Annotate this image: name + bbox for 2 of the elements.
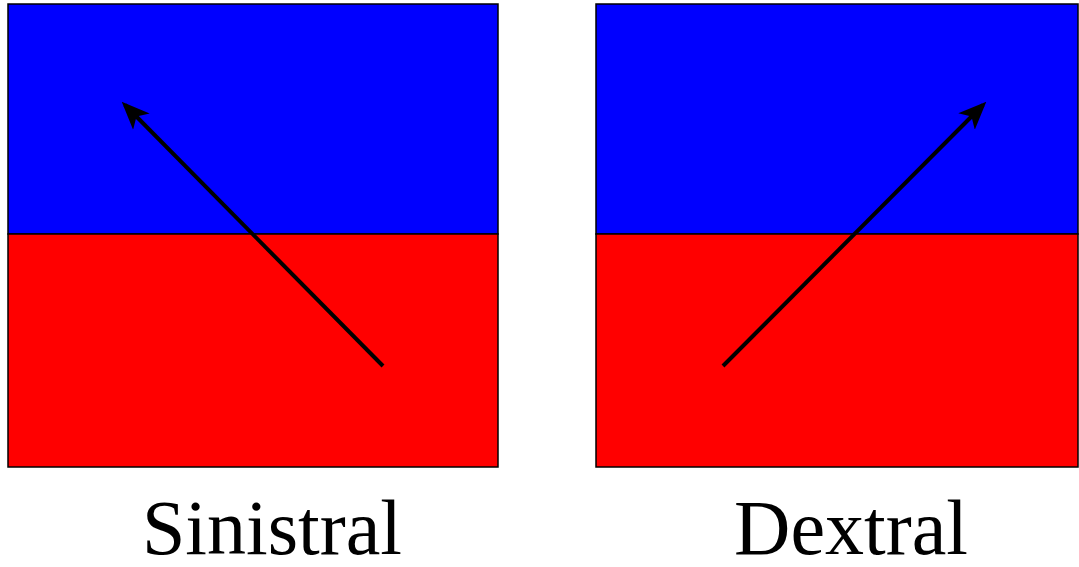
panel-label: Dextral [734, 488, 968, 567]
panel-label: Sinistral [142, 488, 402, 567]
